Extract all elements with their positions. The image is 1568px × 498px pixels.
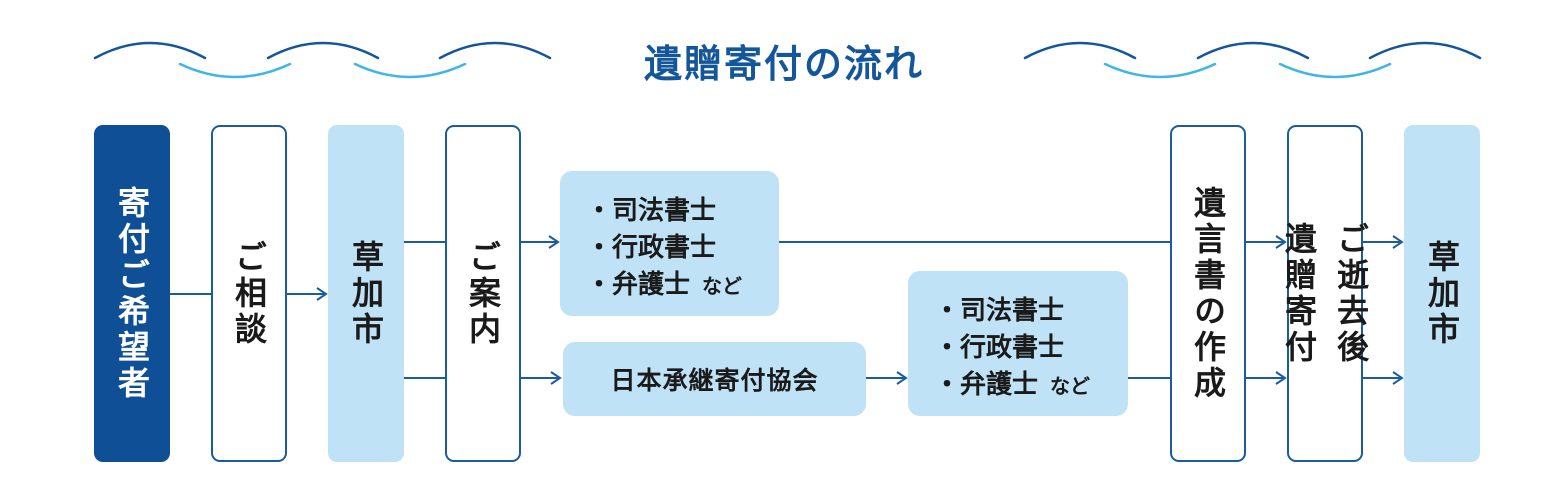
experts-box-bottom: ・司法書士 ・行政書士 ・弁護士など	[908, 271, 1128, 416]
step-applicant-label: 寄付ご希望者	[113, 185, 151, 402]
expert-item: ・司法書士	[586, 193, 779, 230]
step-city-final: 草加市	[1404, 125, 1480, 462]
expert-label: 行政書士	[612, 233, 717, 263]
expert-label: 行政書士	[960, 333, 1065, 363]
expert-item: ・弁護士など	[934, 367, 1128, 405]
bullet: ・	[934, 333, 961, 363]
expert-label: 司法書士	[612, 196, 717, 226]
association-label: 日本承継寄付協会	[610, 366, 819, 395]
bullet: ・	[934, 296, 961, 326]
bullet: ・	[586, 270, 613, 300]
expert-label: 弁護士	[960, 370, 1039, 400]
association-box: 日本承継寄付協会	[563, 342, 866, 416]
step-after-death-line2: 遺贈寄付	[1280, 221, 1318, 366]
expert-note: など	[1050, 374, 1091, 398]
step-applicant: 寄付ご希望者	[94, 125, 170, 462]
bullet: ・	[934, 370, 961, 400]
step-consultation: ご相談	[211, 125, 287, 462]
expert-item: ・行政書士	[586, 230, 779, 267]
step-consultation-label: ご相談	[230, 239, 268, 348]
step-after-death-line1: ご逝去後	[1332, 221, 1370, 366]
bullet: ・	[586, 233, 613, 263]
step-city-first-label: 草加市	[347, 239, 385, 348]
step-guidance-label: ご案内	[464, 239, 502, 348]
bullet: ・	[586, 196, 613, 226]
wave-decoration-left	[93, 41, 552, 79]
diagram-title: 遺贈寄付の流れ	[643, 42, 924, 86]
step-guidance: ご案内	[445, 125, 521, 462]
expert-item: ・弁護士など	[586, 267, 779, 305]
expert-item: ・行政書士	[934, 330, 1128, 367]
step-will-creation-label: 遺言書の作成	[1189, 185, 1227, 402]
expert-label: 弁護士	[612, 270, 691, 300]
experts-box-top: ・司法書士 ・行政書士 ・弁護士など	[560, 171, 779, 316]
step-city-final-label: 草加市	[1423, 239, 1461, 348]
step-city-first: 草加市	[328, 125, 404, 462]
expert-label: 司法書士	[960, 296, 1065, 326]
wave-decoration-right	[1023, 41, 1482, 79]
step-after-death-text: ご逝去後 遺贈寄付	[1276, 222, 1374, 366]
expert-note: など	[702, 274, 743, 298]
expert-item: ・司法書士	[934, 293, 1128, 330]
step-will-creation: 遺言書の作成	[1170, 125, 1246, 462]
step-after-death: ご逝去後 遺贈寄付	[1280, 125, 1370, 462]
